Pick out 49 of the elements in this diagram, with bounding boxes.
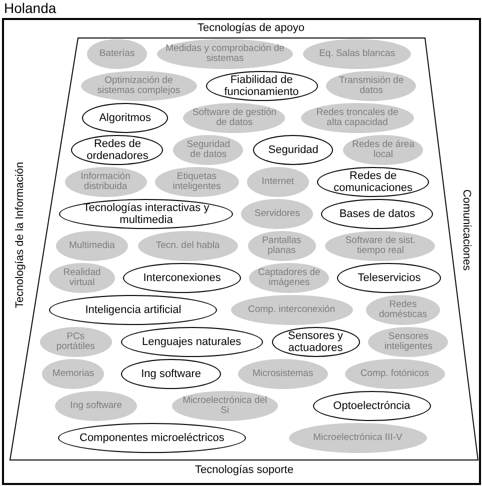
key-topic-ellipse: Redes de ordenadores [71, 135, 164, 165]
topic-ellipse: Sensores inteligentes [368, 327, 448, 357]
key-topic-ellipse: Componentes microeléctricos [58, 423, 246, 453]
topic-ellipse: Memorias [42, 359, 104, 389]
key-topic-ellipse: Lenguajes naturales [120, 327, 263, 357]
topic-ellipse: Comp. fotónicos [344, 359, 445, 389]
topic-ellipse: Información distribuida [64, 167, 147, 197]
key-topic-ellipse: Bases de datos [321, 199, 434, 229]
topic-ellipse: Ing software [55, 391, 138, 421]
topic-ellipse: Microelectrónica III-V [288, 423, 427, 453]
topic-ellipse: Eq. Salas blancas [303, 39, 412, 69]
topic-ellipse: Redes de área local [343, 135, 424, 165]
topic-ellipse: Tecn. del habla [138, 231, 238, 261]
key-topic-ellipse: Fiabilidad de funcionamiento [206, 71, 318, 101]
topic-ellipse: Multimedia [56, 231, 128, 261]
side-label: Tecnologías soporte [195, 464, 294, 476]
diagram-title: Holanda [4, 0, 56, 16]
topic-ellipse: Medidas y comprobación de sistemas [157, 39, 294, 69]
topic-ellipse: Redes domésticas [366, 295, 440, 325]
key-topic-ellipse: Optoelectróncia [312, 391, 431, 421]
topic-ellipse: Microsistemas [238, 359, 328, 389]
side-label: Tecnologías de la Información [14, 162, 26, 308]
key-topic-ellipse: Seguridad [253, 135, 334, 165]
key-topic-ellipse: Algoritmos [82, 103, 168, 133]
key-topic-ellipse: Sensores y actuadores [272, 327, 360, 357]
key-topic-ellipse: Redes de comunicaciones [317, 167, 430, 197]
topic-ellipse: PCs portátiles [40, 327, 112, 357]
topic-ellipse: Captadores de imágenes [249, 263, 330, 293]
key-topic-ellipse: Inteligencia artificial [49, 295, 218, 325]
topic-ellipse: Servidores [241, 199, 314, 229]
topic-ellipse: Internet [246, 167, 309, 197]
topic-ellipse: Comp. interconexión [230, 295, 353, 325]
topic-ellipse: Software de sist. tiempo real [325, 231, 436, 261]
topic-ellipse: Pantallas planas [248, 231, 316, 261]
key-topic-ellipse: Interconexiones [123, 263, 242, 293]
side-label: Tecnologías de apoyo [198, 22, 305, 34]
topic-ellipse: Redes troncales de alta capacidad [300, 103, 414, 133]
topic-ellipse: Etiquetas inteligentes [154, 167, 239, 197]
key-topic-ellipse: Teleservicios [337, 263, 442, 293]
topic-ellipse: Optimización de sistemas complejos [80, 71, 197, 101]
side-label: Comunicaciones [460, 189, 472, 271]
topic-ellipse: Realidad virtual [49, 263, 116, 293]
topic-ellipse: Baterías [87, 39, 148, 69]
topic-ellipse: Seguridad de datos [173, 135, 244, 165]
topic-ellipse: Software de gestión de datos [183, 103, 286, 133]
topic-ellipse: Transmisión de datos [326, 71, 416, 101]
key-topic-ellipse: Ing software [121, 359, 222, 389]
key-topic-ellipse: Tecnologías interactivas y multimedia [59, 199, 234, 229]
topic-ellipse: Microelectrónica del Si [172, 391, 278, 421]
